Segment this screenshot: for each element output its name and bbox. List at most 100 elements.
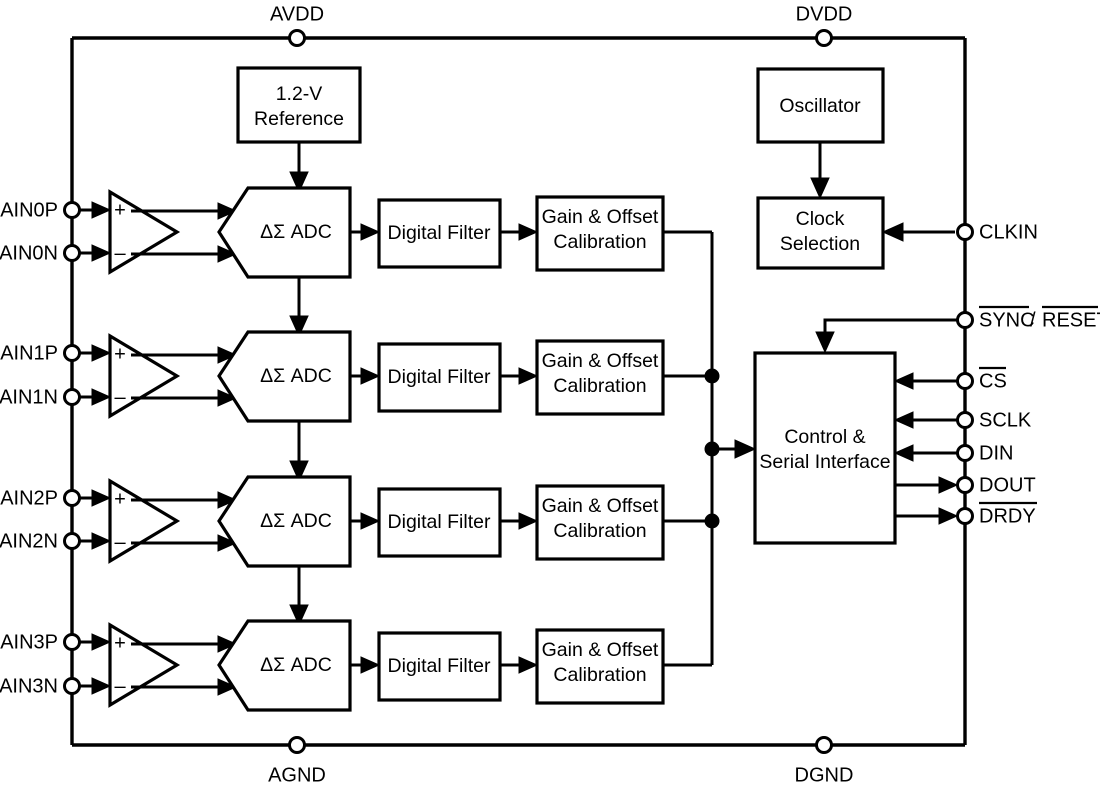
adc-to-filter-arrow-3: [360, 656, 381, 674]
calibration-label-1-line2: Calibration: [553, 375, 646, 397]
clock-selection-block[interactable]: Clock Selection: [756, 196, 885, 270]
ain0p-arrow-head: [91, 201, 112, 219]
ain2n-arrow-head: [91, 532, 112, 550]
cs-arrow-head: [893, 372, 914, 390]
rail-pin-dgnd[interactable]: DGND: [795, 736, 854, 787]
buffer-out-n-arrow-0: [217, 245, 238, 263]
avdd-pin-circle[interactable]: [288, 29, 306, 47]
cs-pin-circle[interactable]: [956, 372, 974, 390]
ain2n-pin-circle[interactable]: [63, 532, 81, 550]
sync-reset-arrow-head: [815, 331, 835, 354]
drdy-pin-group[interactable]: DRDY: [895, 501, 1037, 527]
ain3p-arrow-head: [91, 633, 112, 651]
agnd-label: AGND: [268, 764, 326, 786]
digital-filter-block-1[interactable]: [377, 342, 502, 413]
ain3p-pin-circle[interactable]: [63, 633, 81, 651]
adc-to-filter-arrow-2: [360, 512, 381, 530]
clock-selection-label-line2: Selection: [780, 233, 860, 255]
oscillator-label: Oscillator: [779, 95, 861, 117]
ain1p-arrow-head: [91, 344, 112, 362]
adc-block-3[interactable]: [217, 619, 352, 712]
digital-filter-label-1: Digital Filter: [388, 366, 491, 388]
din-pin-circle[interactable]: [956, 444, 974, 462]
calibration-label-0-line2: Calibration: [553, 231, 646, 253]
adc-to-filter-arrow-0: [360, 223, 381, 241]
digital-filter-label-2: Digital Filter: [388, 511, 491, 533]
sync-reset-pin-group[interactable]: SYNC / RESET: [815, 305, 1100, 354]
adc-label-0: ΔΣ ADC: [260, 221, 332, 243]
calibration-block-1[interactable]: [535, 339, 665, 416]
dgnd-pin-circle[interactable]: [815, 736, 833, 754]
calibration-label-2-line1: Gain & Offset: [542, 495, 659, 517]
sclk-pin-circle[interactable]: [956, 411, 974, 429]
calibration-block-2[interactable]: [535, 484, 665, 561]
ain3p-label: AIN3P: [0, 631, 58, 653]
agnd-pin-circle[interactable]: [288, 736, 306, 754]
filter-to-cal-arrow-1: [518, 367, 539, 385]
oscillator-block[interactable]: Oscillator: [756, 67, 885, 144]
din-arrow-head: [893, 444, 914, 462]
ain0n-pin-circle[interactable]: [63, 244, 81, 262]
din-pin-group[interactable]: DIN: [893, 442, 1013, 464]
digital-filter-label-3: Digital Filter: [388, 655, 491, 677]
sclk-pin-group[interactable]: SCLK: [893, 409, 1032, 431]
adc-to-filter-arrow-1: [360, 367, 381, 385]
cs-pin-group[interactable]: CS: [893, 366, 1007, 392]
clkin-arrow-head: [881, 222, 904, 242]
rail-pin-avdd[interactable]: AVDD: [270, 3, 324, 47]
clkin-pin-group[interactable]: CLKIN: [956, 221, 1038, 243]
channel-3: AIN3P AIN3N + – ΔΣ ADC Digital Filter Ga…: [0, 619, 712, 712]
ref-chain-arrow-1-2: [289, 460, 309, 483]
dout-pin-group[interactable]: DOUT: [895, 474, 1036, 496]
ain1n-pin-circle[interactable]: [63, 388, 81, 406]
filter-to-cal-arrow-0: [518, 223, 539, 241]
oscillator-block-rect[interactable]: [756, 67, 885, 144]
dout-arrow-head: [938, 476, 959, 494]
buffer-out-n-arrow-1: [217, 389, 238, 407]
buffer-out-p-arrow-3: [217, 635, 238, 653]
digital-filter-block-0[interactable]: [377, 198, 502, 269]
reference-block[interactable]: 1.2-V Reference: [236, 66, 362, 144]
sclk-label: SCLK: [979, 409, 1032, 431]
clkin-label: CLKIN: [979, 221, 1038, 243]
rail-pin-dvdd[interactable]: DVDD: [796, 3, 853, 47]
clkin-wire: [881, 222, 955, 242]
reference-label-line1: 1.2-V: [276, 83, 323, 105]
bus-junction-dot-ch1: [704, 368, 720, 384]
control-label-line2: Serial Interface: [759, 451, 890, 473]
reference-block-rect[interactable]: [236, 66, 362, 144]
drdy-pin-circle[interactable]: [956, 507, 974, 525]
ain1p-label: AIN1P: [0, 342, 58, 364]
buffer-out-n-arrow-2: [217, 534, 238, 552]
oscillator-to-clock-wire: [810, 142, 830, 200]
control-block-rect[interactable]: [753, 351, 897, 545]
buffer-minus-sign-1: –: [114, 386, 126, 408]
ain0p-pin-circle[interactable]: [63, 201, 81, 219]
filter-to-cal-arrow-3: [518, 656, 539, 674]
dvdd-pin-circle[interactable]: [815, 29, 833, 47]
ain0n-arrow-head: [91, 244, 112, 262]
clock-selection-block-rect[interactable]: [756, 196, 885, 270]
adc-label-2: ΔΣ ADC: [260, 510, 332, 532]
digital-filter-label-0: Digital Filter: [388, 222, 491, 244]
reference-to-adc-wire: [289, 142, 309, 194]
ain1p-pin-circle[interactable]: [63, 344, 81, 362]
ain2p-pin-circle[interactable]: [63, 489, 81, 507]
ain1n-arrow-head: [91, 388, 112, 406]
clkin-pin-circle[interactable]: [956, 223, 974, 241]
ain2p-arrow-head: [91, 489, 112, 507]
calibration-label-3-line2: Calibration: [553, 664, 646, 686]
dout-label: DOUT: [979, 474, 1036, 496]
control-serial-interface-block[interactable]: Control & Serial Interface: [753, 351, 897, 545]
rail-pin-agnd[interactable]: AGND: [268, 736, 326, 787]
sync-reset-pin-circle[interactable]: [956, 311, 974, 329]
buffer-out-p-arrow-1: [217, 346, 238, 364]
sync-reset-separator: /: [1030, 309, 1036, 331]
cs-label: CS: [979, 370, 1007, 392]
ref-arrow-head: [289, 171, 309, 194]
calibration-label-2-line2: Calibration: [553, 520, 646, 542]
din-label: DIN: [979, 442, 1013, 464]
ain3n-pin-circle[interactable]: [63, 677, 81, 695]
dout-pin-circle[interactable]: [956, 476, 974, 494]
